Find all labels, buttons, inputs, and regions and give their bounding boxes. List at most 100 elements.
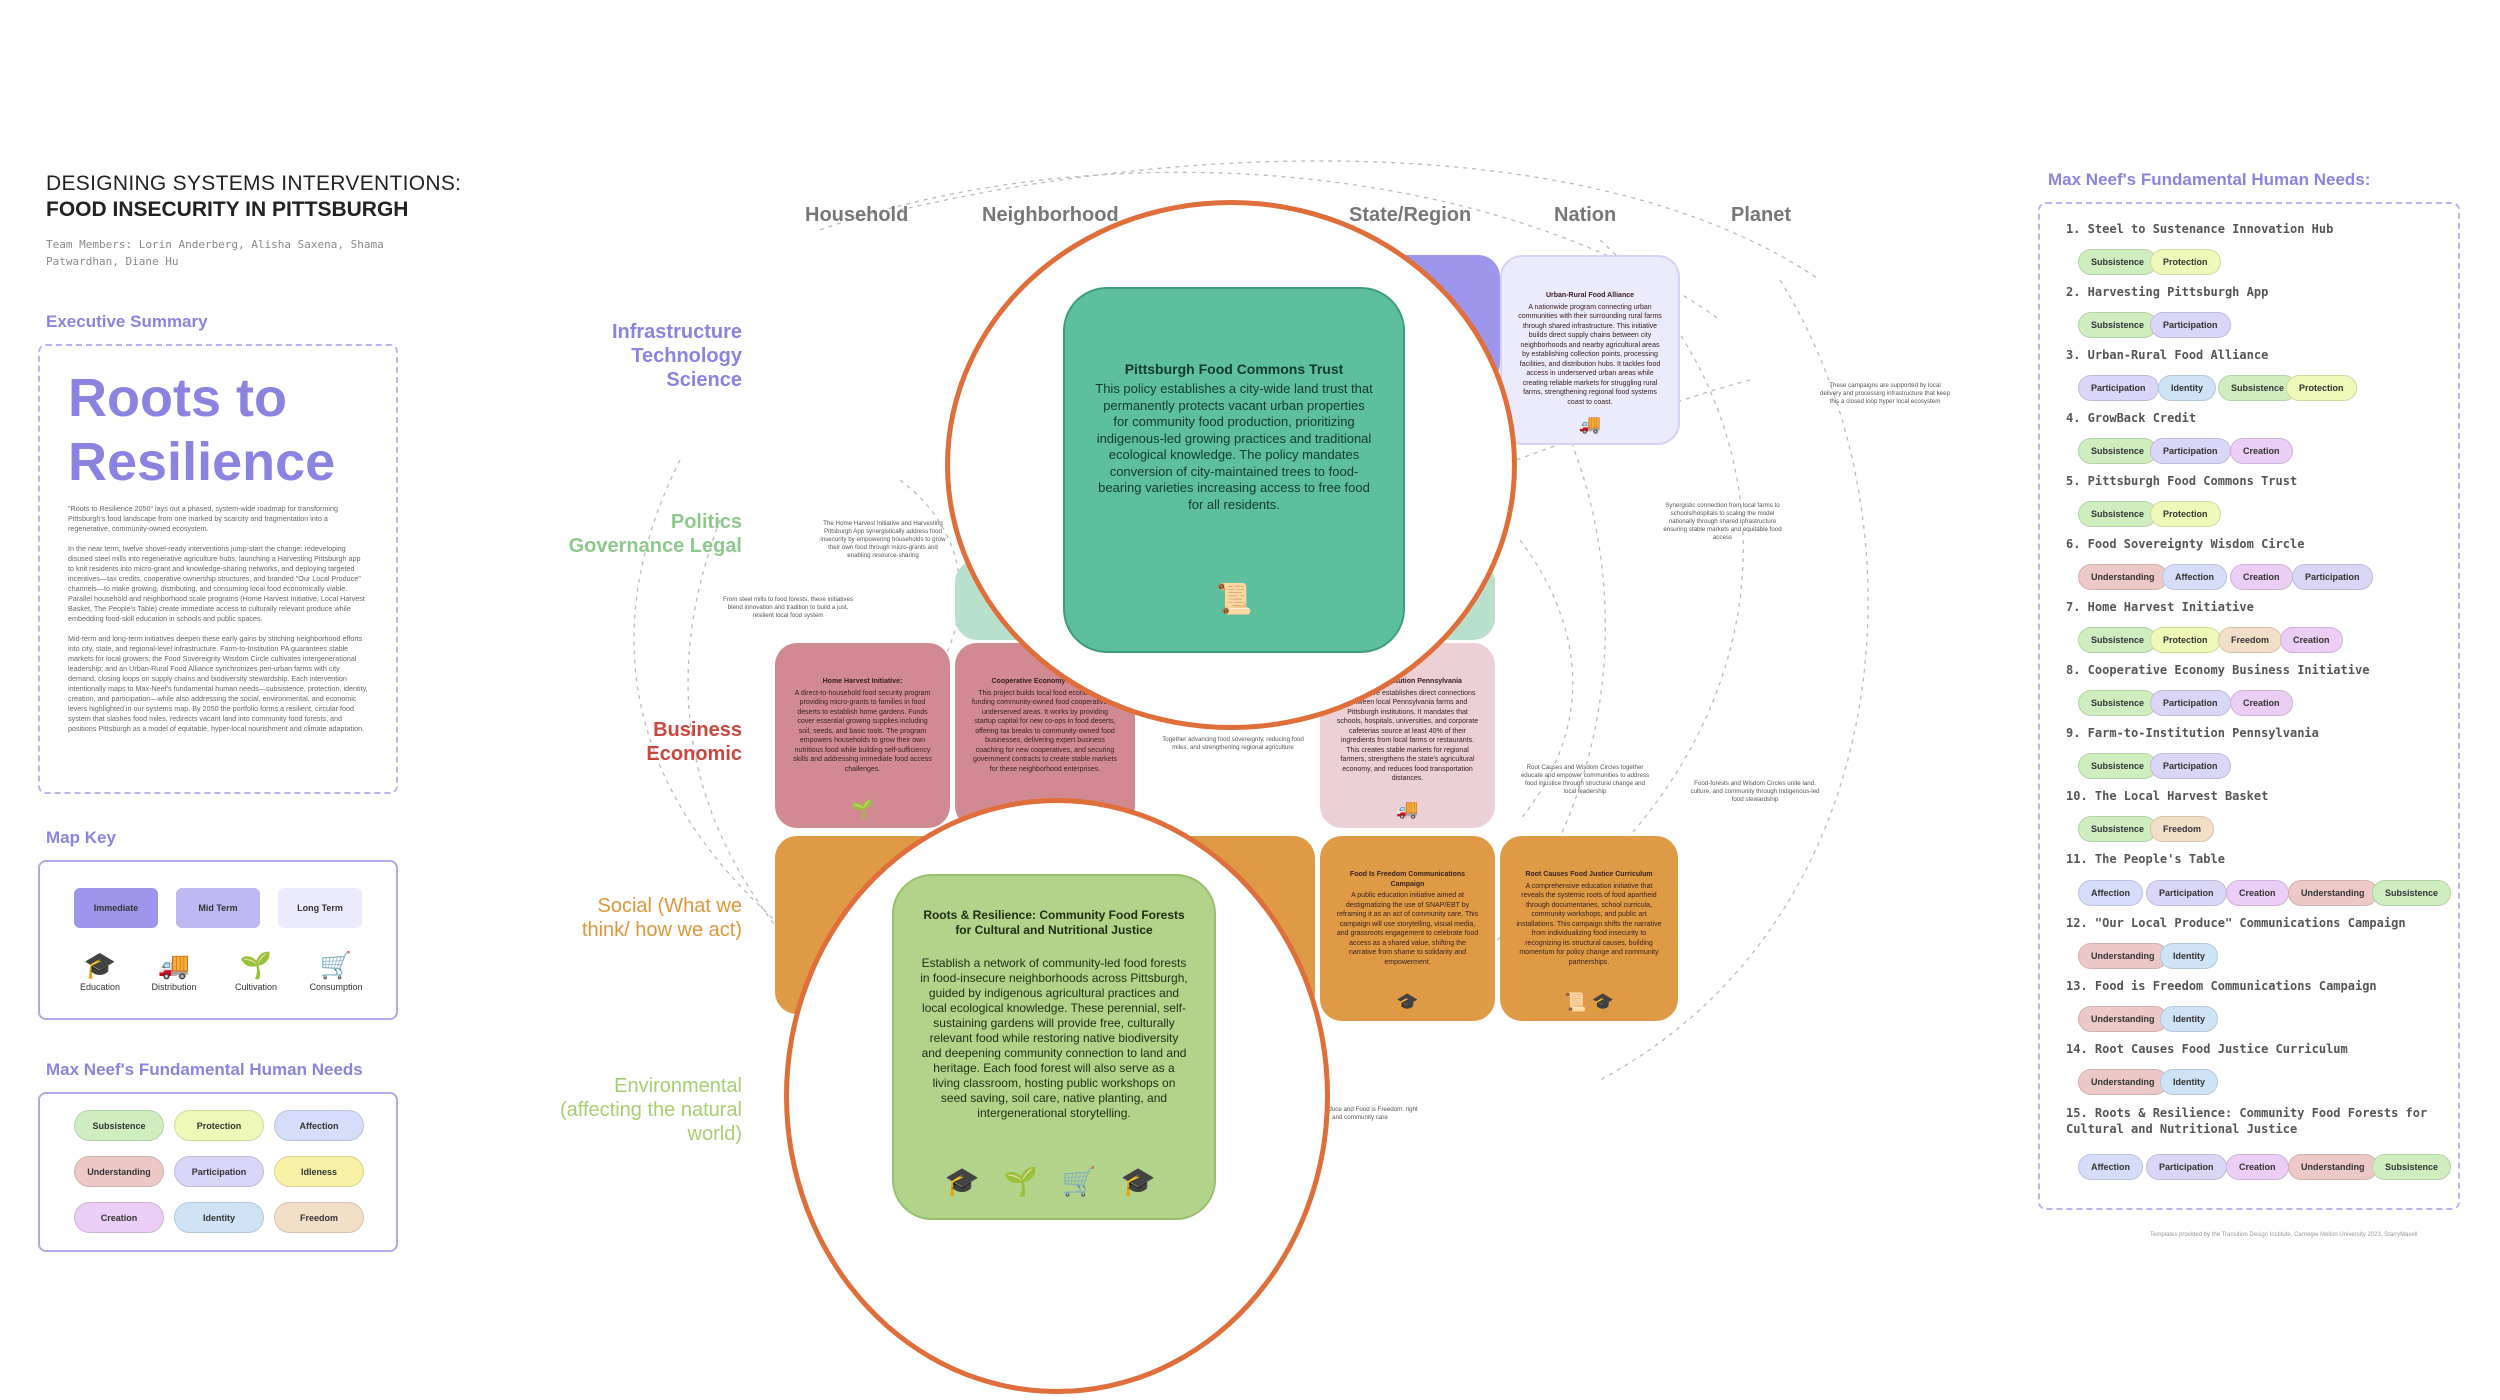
roots-resilience-title: Roots & Resilience: Community Food Fores… [923,908,1185,937]
need-tag: Subsistence [2078,816,2158,842]
need-tag: Participation [2146,880,2227,906]
need-tag: Creation [2230,690,2293,716]
note-food-forests: Food-forests and Wisdom Circles unite la… [1690,780,1820,803]
note-synergistic: Synergistic connection from local farms … [1663,502,1782,541]
need-tag: Identity [2160,943,2219,969]
need-tag: Creation [2226,1154,2289,1180]
need-tag: Subsistence [2372,1154,2452,1180]
need-idleness: Idleness [274,1156,364,1187]
list-item: 8. Cooperative Economy Business Initiati… [2066,663,2370,677]
need-tag: Understanding [2078,1069,2168,1095]
need-tag: Subsistence [2078,312,2158,338]
card-home-harvest-initiative[interactable]: Home Harvest Initiative:A direct-to-hous… [775,643,950,828]
need-tag: Freedom [2150,816,2215,842]
key-long-term: Long Term [278,888,362,928]
column-planet: Planet [1731,204,1792,226]
template-credit: Templates provided by the Transition Des… [2150,1232,2418,1238]
key-mid-term: Mid Term [176,888,260,928]
needs-legend-heading: Max Neef's Fundamental Human Needs [46,1060,363,1079]
need-tag: Identity [2158,375,2217,401]
list-item: 12. "Our Local Produce" Communications C… [2066,916,2406,930]
key-education: 🎓Education [70,948,130,992]
need-tag: Understanding [2288,1154,2378,1180]
sprout-icon: 🌱 [239,950,273,980]
card-pittsburgh-food-commons-trust[interactable]: Pittsburgh Food Commons Trust This polic… [1063,287,1405,653]
page-title-line2: FOOD INSECURITY IN PITTSBURGH [46,198,409,221]
need-tag: Creation [2230,564,2293,590]
note-local-produce: Local Produce and Food is Freedom: right… [1302,1106,1418,1121]
graduation-cap-icon: 🎓 [1396,991,1419,1012]
list-item: 7. Home Harvest Initiative [2066,600,2254,614]
need-tag: Protection [2150,627,2221,653]
list-item: 10. The Local Harvest Basket [2066,789,2269,803]
need-tag: Understanding [2288,880,2378,906]
need-tag: Affection [2078,1154,2143,1180]
need-tag: Protection [2286,375,2357,401]
need-tag: Participation [2292,564,2373,590]
commons-trust-title: Pittsburgh Food Commons Trust [1124,361,1344,377]
need-tag: Freedom [2218,627,2283,653]
need-subsistence: Subsistence [74,1110,164,1141]
executive-summary-title: Roots to Resilience [68,368,336,492]
team-members: Team Members: Lorin Anderberg, Alisha Sa… [46,238,384,268]
roots-resilience-body: Establish a network of community-led foo… [920,956,1188,1120]
truck-icon: 🚚 [157,950,191,980]
key-cultivation: 🌱Cultivation [226,948,286,992]
key-consumption: 🛒Consumption [306,948,366,992]
row-environmental: Environmental (affecting the natural wor… [560,1075,742,1145]
key-distribution: 🚚Distribution [144,948,204,992]
needs-list-box [2038,202,2460,1210]
needs-legend-box: Subsistence Protection Affection Underst… [38,1092,398,1252]
need-creation: Creation [74,1202,164,1233]
list-item: 15. Roots & Resilience: Community Food F… [2066,1106,2428,1136]
need-tag: Creation [2230,438,2293,464]
list-item: 14. Root Causes Food Justice Curriculum [2066,1042,2348,1056]
list-item: 13. Food is Freedom Communications Campa… [2066,979,2377,993]
summary-paragraph: "Roots to Resilience 2050" lays out a ph… [68,504,338,533]
executive-summary-body: "Roots to Resilience 2050" lays out a ph… [68,504,368,734]
row-social: Social (What we think/ how we act) [581,895,742,941]
need-tag: Participation [2150,753,2231,779]
row-politics: Politics Governance Legal [568,511,742,557]
need-tag: Affection [2078,880,2143,906]
need-tag: Participation [2150,690,2231,716]
card-roots-and-resilience[interactable]: Roots & Resilience: Community Food Fores… [892,874,1216,1220]
need-tag: Participation [2078,375,2159,401]
need-tag: Understanding [2078,1006,2168,1032]
need-tag: Subsistence [2372,880,2452,906]
note-campaigns: These campaigns are supported by local d… [1820,382,1951,405]
need-identity: Identity [174,1202,264,1233]
need-tag: Subsistence [2218,375,2298,401]
list-item: 9. Farm-to-Institution Pennsylvania [2066,726,2319,740]
row-business: Business Economic [646,719,742,765]
summary-paragraph: Mid-term and long-term initiatives deepe… [68,634,368,733]
map-key-heading: Map Key [46,828,116,847]
list-item: 1. Steel to Sustenance Innovation Hub [2066,222,2334,236]
need-affection: Affection [274,1110,364,1141]
need-tag: Protection [2150,249,2221,275]
need-participation: Participation [174,1156,264,1187]
need-tag: Subsistence [2078,438,2158,464]
commons-trust-body: This policy establishes a city-wide land… [1095,381,1373,512]
scroll-and-graduation-cap-icon: 📜 🎓 [1564,991,1614,1012]
key-immediate: Immediate [74,888,158,928]
list-item: 6. Food Sovereignty Wisdom Circle [2066,537,2305,551]
need-tag: Participation [2150,438,2231,464]
summary-paragraph: In the near term, twelve shovel-ready in… [68,544,365,623]
needs-list-heading: Max Neef's Fundamental Human Needs: [2048,170,2371,189]
note-home-harvest: The Home Harvest Initiative and Harvesti… [820,520,946,559]
map-key-box: Immediate Mid Term Long Term 🎓Education … [38,860,398,1020]
need-tag: Creation [2280,627,2343,653]
list-item: 2. Harvesting Pittsburgh App [2066,285,2269,299]
note-steel-mills: From steel mills to food forests, these … [723,596,853,619]
column-neighborhood: Neighborhood [982,204,1119,226]
sprout-icon: 🌱 [851,798,874,819]
education-cultivation-consumption-icons: 🎓 🌱 🛒 🎓 [944,1166,1164,1197]
need-tag: Identity [2160,1069,2219,1095]
need-protection: Protection [174,1110,264,1141]
row-infrastructure: Infrastructure Technology Science [611,321,742,391]
need-freedom: Freedom [274,1202,364,1233]
